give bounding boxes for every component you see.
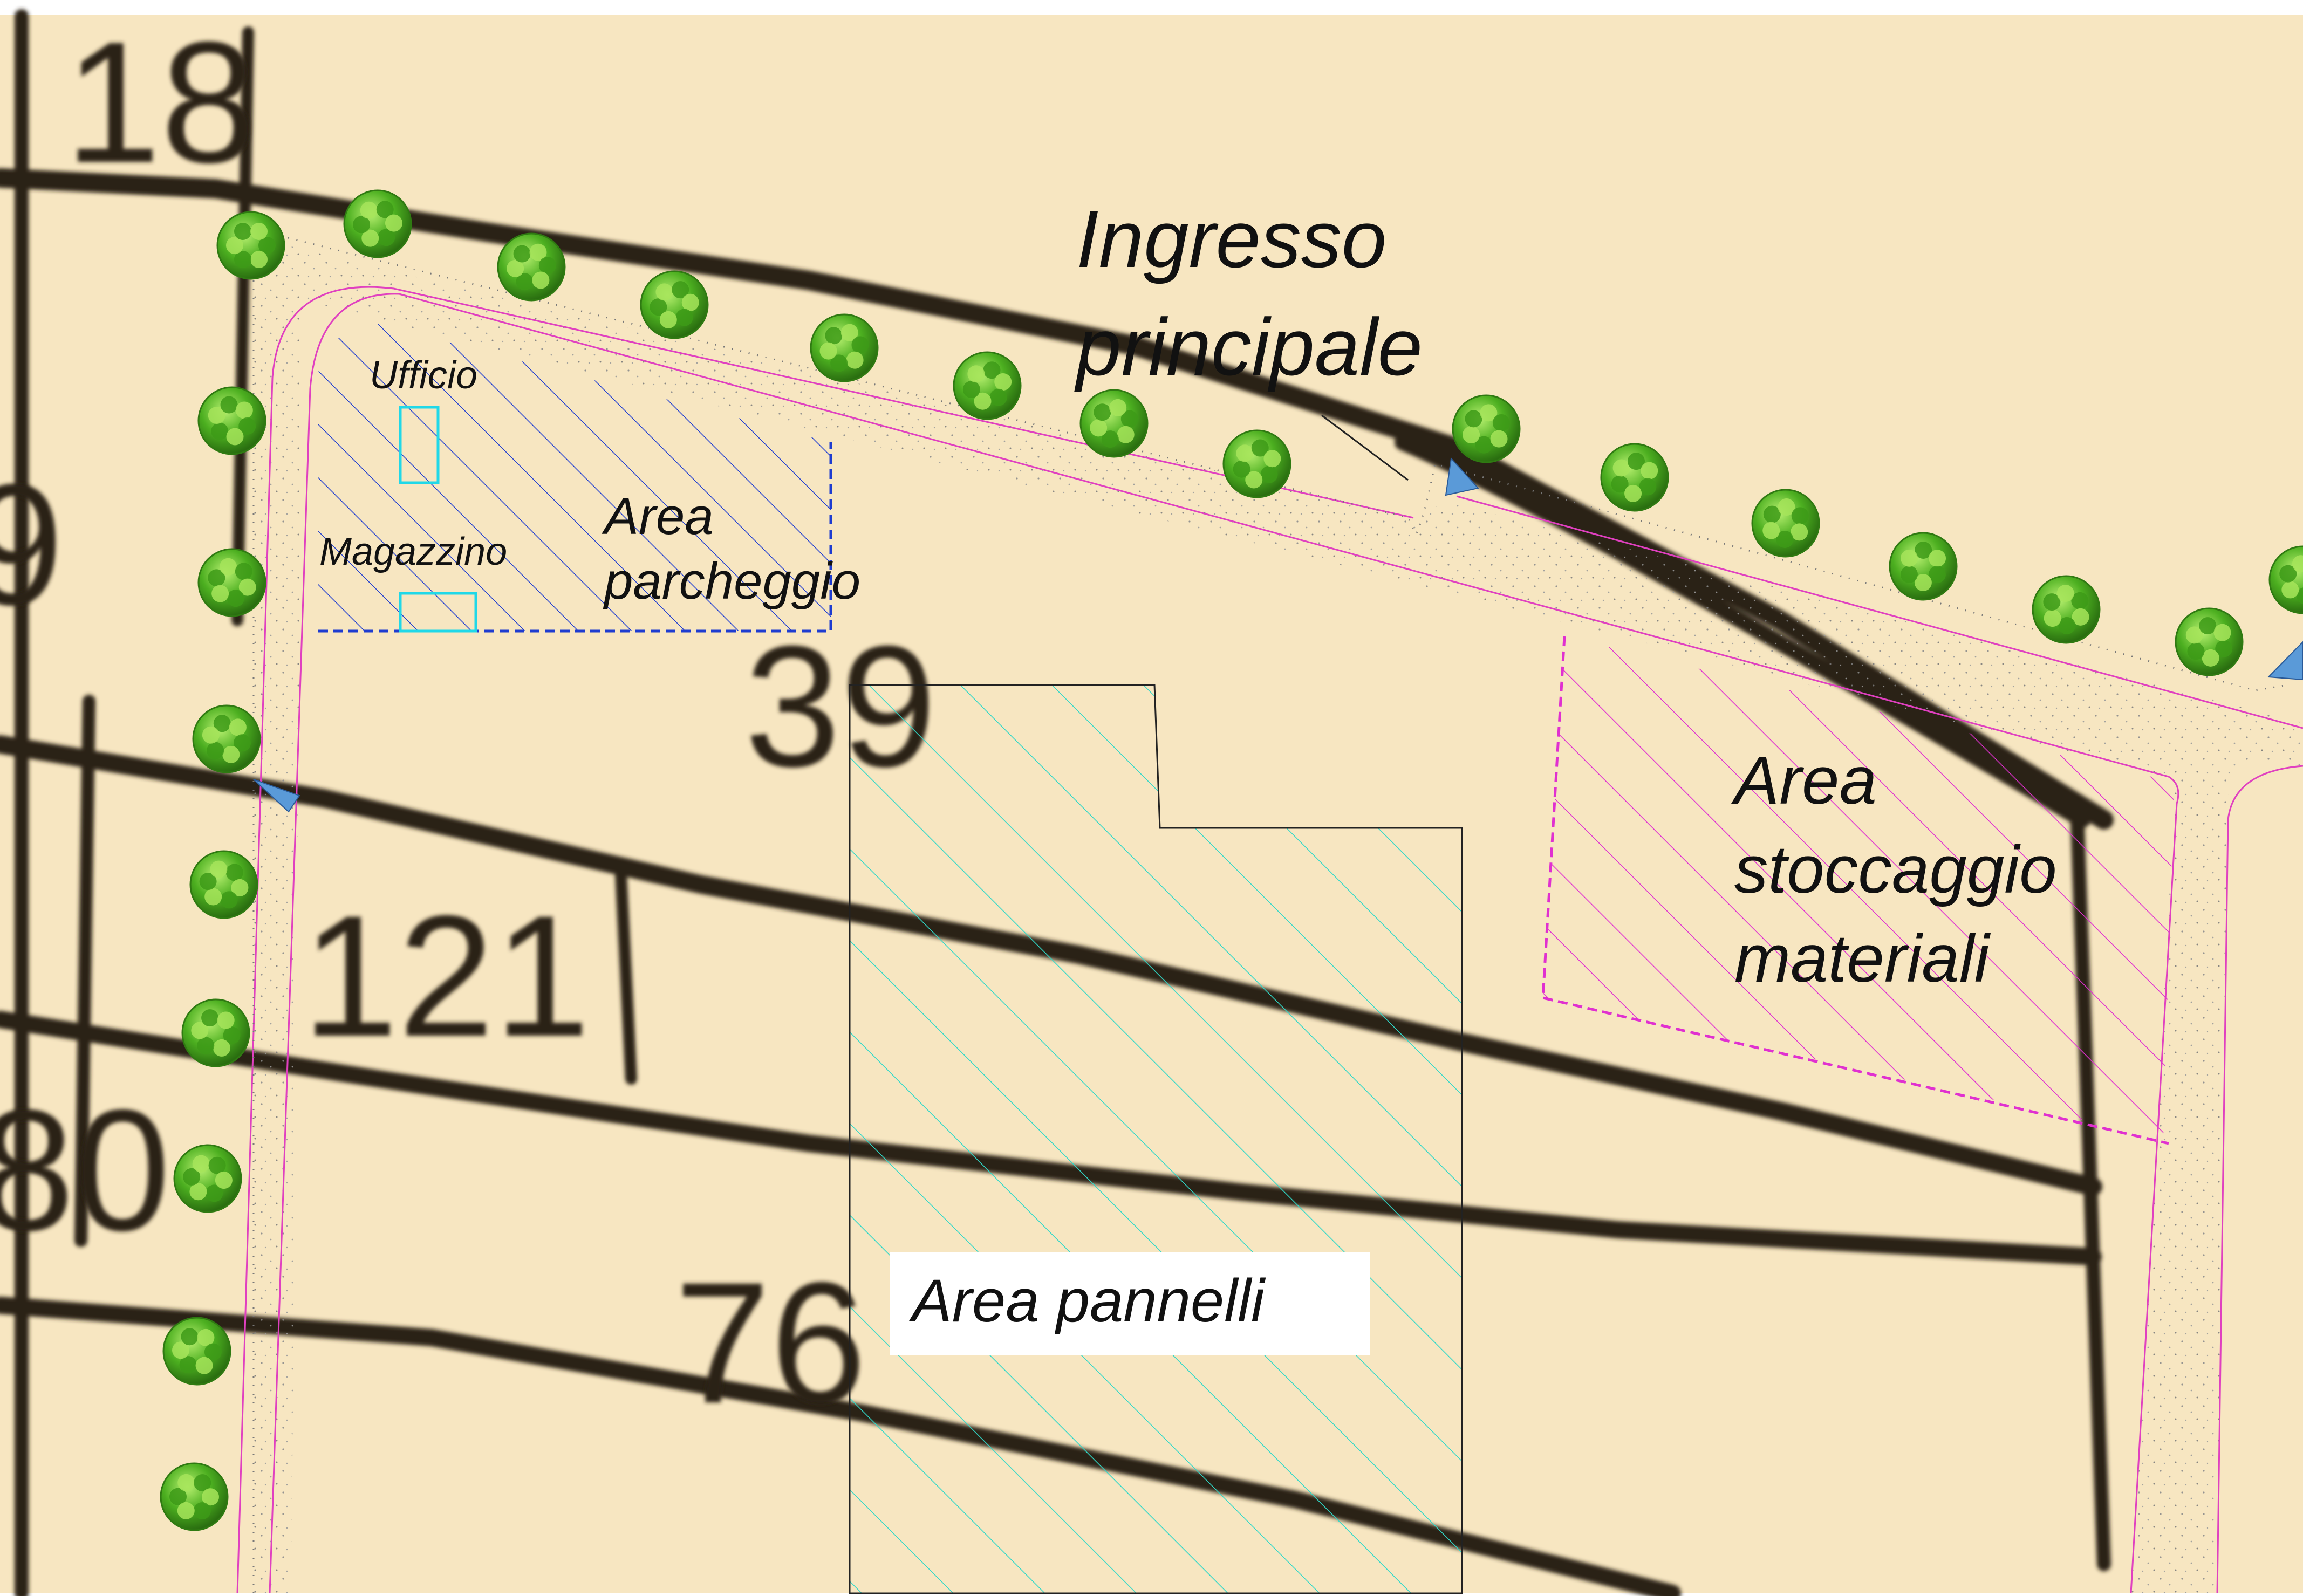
office-label: Ufficio xyxy=(370,354,477,397)
tree-icon xyxy=(181,998,250,1067)
tree-icon xyxy=(1889,532,1958,601)
storage-label-line2: stoccaggio xyxy=(1734,832,2057,907)
perimeter-road xyxy=(251,237,2303,1593)
gates xyxy=(253,457,2303,813)
tree-row xyxy=(160,189,2303,1531)
tree-icon xyxy=(160,1462,229,1531)
tree-icon xyxy=(953,351,1022,420)
tree-icon xyxy=(1079,389,1149,458)
tree-icon xyxy=(197,386,266,455)
warehouse-building xyxy=(399,592,477,633)
tree-icon xyxy=(2175,607,2244,676)
property-boundary xyxy=(236,286,2303,1594)
parking-label-line2: parcheggio xyxy=(603,552,860,610)
storage-label-line3: materiali xyxy=(1734,921,1991,996)
office-building xyxy=(399,406,440,484)
tree-icon xyxy=(197,548,266,617)
tree-icon xyxy=(1222,429,1291,498)
tree-icon xyxy=(2268,545,2303,614)
entrance-leader-line xyxy=(1321,414,1409,481)
panels-area: Area pannelli xyxy=(849,684,1463,1594)
parking-label-line1: Area xyxy=(602,488,714,545)
parcel-number-121: 121 xyxy=(302,879,590,1072)
tree-icon xyxy=(2032,575,2101,644)
storage-label-line1: Area xyxy=(1731,743,1877,818)
tree-icon xyxy=(343,189,412,258)
tree-icon xyxy=(1452,394,1521,463)
tree-icon xyxy=(640,270,709,339)
tree-icon xyxy=(1600,443,1669,512)
panels-label: Area pannelli xyxy=(908,1267,1266,1334)
parcel-number-76: 76 xyxy=(674,1246,866,1439)
entrance-label-line1: Ingresso xyxy=(1076,194,1386,284)
warehouse-label: Magazzino xyxy=(319,530,507,573)
entrance-label-line2: principale xyxy=(1074,302,1423,392)
gate-arrow-east-icon xyxy=(2267,641,2303,681)
tree-icon xyxy=(810,313,879,382)
tree-icon xyxy=(162,1317,231,1386)
cadastral-numbers: 39 121 76 80 18 9 xyxy=(0,5,937,1439)
parcel-number-9: 9 xyxy=(0,448,64,641)
parcel-number-18: 18 xyxy=(65,5,257,198)
tree-icon xyxy=(216,211,285,280)
gate-arrow-west-icon xyxy=(253,779,300,813)
parking-area xyxy=(318,324,832,633)
tree-icon xyxy=(497,232,566,302)
storage-area xyxy=(1541,636,2174,1145)
tree-icon xyxy=(192,704,261,773)
tree-icon xyxy=(189,850,258,919)
panels-label-box xyxy=(890,1252,1370,1355)
fence-line xyxy=(252,236,2288,1593)
tree-icon xyxy=(173,1144,242,1213)
tree-icon xyxy=(1751,489,1820,558)
parcel-number-80: 80 xyxy=(0,1073,170,1266)
gate-arrow-main-icon xyxy=(1445,457,1479,496)
